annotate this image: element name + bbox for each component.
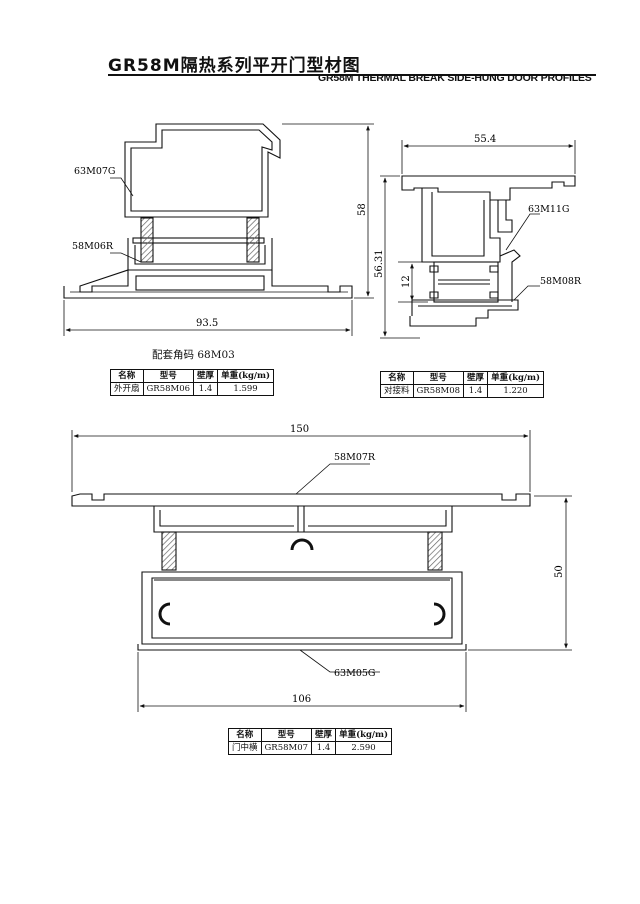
table-header-cell: 型号 (142, 369, 195, 383)
spec-table-a: 名称 型号 壁厚 单重(kg/m) 外开扇 GR58M06 1.4 1.599 (110, 369, 275, 396)
profile-c-height-dim: 50 (554, 565, 565, 578)
profile-c-label-bottom: 63M05G (334, 668, 376, 679)
table-cell: 对接料 (380, 384, 414, 398)
profile-b-lower-body (409, 299, 519, 327)
profile-a-label-top: 63M07G (74, 166, 116, 177)
spec-table-b: 名称 型号 壁厚 单重(kg/m) 对接料 GR58M08 1.4 1.220 (380, 371, 545, 398)
table-cell: GR58M07 (260, 741, 313, 755)
profile-b-width-dim: 55.4 (474, 134, 496, 145)
profile-c-center-hook (290, 538, 314, 551)
profile-a-thermal-strip-left (140, 217, 154, 263)
profile-c-bottom-width-dim: 106 (292, 694, 311, 705)
table-header-cell: 壁厚 (463, 371, 489, 385)
table-cell: GR58M08 (412, 384, 465, 398)
table-cell: 2.590 (335, 741, 393, 755)
table-cell: 外开扇 (110, 382, 144, 396)
table-header-cell: 型号 (412, 371, 465, 385)
table-cell: 门中横 (228, 741, 262, 755)
profile-a-height-dim: 58 (357, 203, 368, 216)
table-header-cell: 壁厚 (311, 728, 337, 742)
profile-b-label-bottom: 58M08R (540, 276, 582, 287)
profile-c-thermal-strip-left (161, 531, 177, 571)
profile-b-thermal-zone (433, 261, 499, 303)
profile-c-top-width-dim: 150 (290, 424, 309, 435)
profile-a-width-dim: 93.5 (196, 318, 218, 329)
profile-c-lower-chamber (141, 571, 463, 645)
spec-table-c: 名称 型号 壁厚 单重(kg/m) 门中横 GR58M07 1.4 2.590 (228, 728, 393, 755)
table-header-cell: 单重(kg/m) (487, 371, 545, 385)
table-header-cell: 名称 (228, 728, 262, 742)
sheet-title-en: GR58M THERMAL BREAK SIDE-HUNG DOOR PROFI… (318, 72, 592, 84)
profile-a-caption: 配套角码 68M03 (152, 349, 235, 361)
table-cell: 1.4 (193, 382, 219, 396)
table-header-cell: 名称 (110, 369, 144, 383)
table-header-cell: 名称 (380, 371, 414, 385)
sheet-title-cn: GR58M隔热系列平开门型材图 (108, 56, 361, 76)
table-cell: 1.599 (217, 382, 275, 396)
table-header-row: 名称 型号 壁厚 单重(kg/m) (228, 728, 393, 742)
profile-b-label-top: 63M11G (528, 204, 570, 215)
profile-c-top-flange (71, 493, 531, 507)
table-cell: 1.220 (487, 384, 545, 398)
profile-b-gap-dim: 12 (401, 275, 412, 288)
profile-a-thermal-strip-right (246, 217, 260, 263)
profile-c-upper-chamber (153, 506, 453, 533)
table-header-cell: 壁厚 (193, 369, 219, 383)
profile-c (71, 493, 531, 651)
profile-a-label-bottom: 58M06R (72, 241, 114, 252)
profile-c-thermal-strip-right (427, 531, 443, 571)
profile-b (401, 175, 576, 327)
table-header-cell: 单重(kg/m) (335, 728, 393, 742)
table-header-row: 名称 型号 壁厚 单重(kg/m) (380, 371, 545, 385)
table-cell: 1.4 (311, 741, 337, 755)
profile-b-height-dim: 56.31 (374, 249, 385, 278)
profile-c-label-top: 58M07R (334, 452, 376, 463)
table-header-cell: 型号 (260, 728, 313, 742)
profile-a-upper-chamber (124, 123, 281, 218)
profile-b-upper-body (421, 188, 501, 263)
table-row: 门中横 GR58M07 1.4 2.590 (228, 741, 393, 755)
table-row: 外开扇 GR58M06 1.4 1.599 (110, 382, 275, 396)
table-cell: 1.4 (463, 384, 489, 398)
table-header-cell: 单重(kg/m) (217, 369, 275, 383)
profile-a-lower-chamber (127, 238, 273, 271)
title-underline (108, 74, 596, 76)
table-row: 对接料 GR58M08 1.4 1.220 (380, 384, 545, 398)
profile-a (63, 123, 353, 299)
profile-a-base-flange (63, 269, 353, 299)
table-cell: GR58M06 (142, 382, 195, 396)
table-header-row: 名称 型号 壁厚 单重(kg/m) (110, 369, 275, 383)
